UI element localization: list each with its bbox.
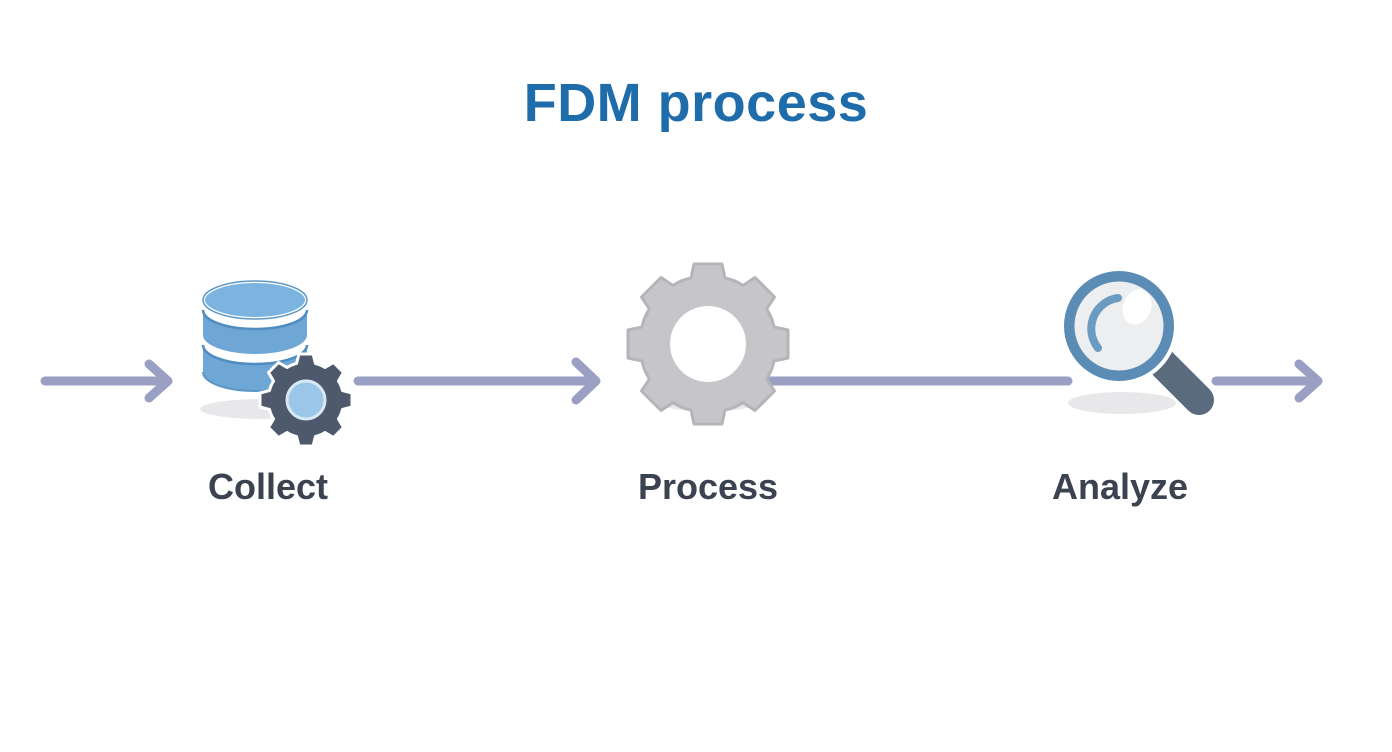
magnifier-icon (1060, 267, 1214, 415)
database-gear-icon (258, 352, 354, 448)
step-label-collect: Collect (207, 466, 329, 507)
step-label-analyze: Analyze (1051, 466, 1189, 507)
connector-collect-to-process (353, 357, 601, 405)
step-icon-process[interactable] (626, 262, 790, 426)
gear-icon (626, 262, 790, 426)
step-icon-analyze[interactable] (1060, 267, 1214, 415)
connector-in (40, 359, 173, 403)
step-label-process: Process (637, 466, 779, 507)
page-title: FDM process (523, 73, 869, 133)
step-icon-collect[interactable] (200, 279, 354, 448)
analyze-icon-shadow (1068, 392, 1176, 414)
connector-out (1211, 359, 1323, 403)
